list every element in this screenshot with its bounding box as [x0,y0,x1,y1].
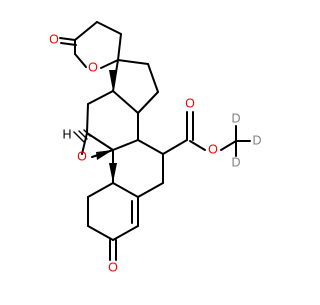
deuterium-bottom-label: D [231,155,240,169]
bond [87,90,114,105]
stereo-hash-bond [73,129,91,143]
methyl-wedge-lower [109,163,117,183]
ring-c [86,90,139,151]
lactone-carbonyl-oxygen-label: O [49,32,59,46]
ring-a [87,182,139,261]
ester-carbonyl-oxygen-label: O [185,96,195,110]
molecule-structure: O O H O O O O D D D [49,21,262,274]
stereo-hydrogen-label: H [62,127,71,141]
bond [112,225,139,241]
bond [81,132,88,155]
bond [117,33,122,61]
bond [86,103,89,134]
bond [189,140,206,151]
ring-d [112,59,159,114]
bond [86,132,114,151]
bond [87,225,114,241]
epoxide-oxygen-label: O [77,149,87,163]
bond [87,182,114,198]
deuterium-top-label: D [231,111,240,125]
lactone-ring-oxygen-label: O [88,60,98,74]
methyl-wedge-upper [109,70,117,91]
bond [137,91,159,114]
bond [74,21,98,41]
bond [137,182,164,198]
hash-line [78,130,88,140]
hash-line [83,129,91,137]
bond [117,59,149,65]
bond [137,139,164,155]
lactone-ring [59,21,122,69]
bond [220,140,237,151]
ring-b [112,139,164,198]
bond [60,42,77,46]
molecule-canvas: O O H O O O O D D D [49,21,262,275]
bond [112,90,139,114]
bond [100,59,119,69]
epoxide-wedge [96,150,113,160]
bond [162,139,188,155]
ketone-oxygen-label: O [108,260,118,274]
ester-group [162,111,251,157]
bond [112,139,139,151]
hash-line [73,131,85,143]
deuterium-right-label: D [252,133,261,147]
bond [96,21,122,35]
bond [147,63,159,93]
bond [112,182,139,198]
bond [59,37,76,41]
bond [74,53,87,68]
ester-ether-oxygen-label: O [208,142,218,156]
